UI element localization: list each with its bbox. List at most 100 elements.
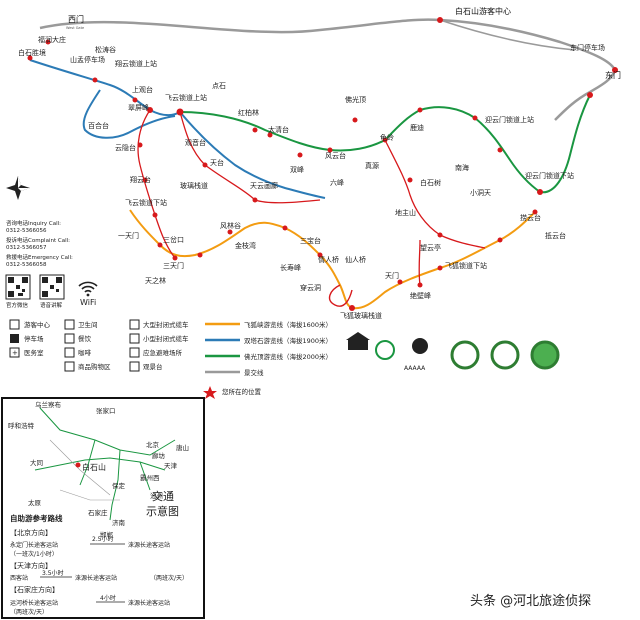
place-markers	[27, 17, 618, 311]
label-xiangyun-cable-upper: 翔云锁道上站	[115, 59, 157, 68]
label-laoyun: 捞云台	[520, 213, 541, 222]
legend-item: 商品购物区	[78, 362, 111, 371]
qr-guide	[39, 274, 65, 300]
city: 保定	[112, 481, 126, 490]
sjz-freq: （两班次/天）	[10, 608, 48, 616]
badge-logo-3	[530, 340, 560, 370]
wechat-guide-label: 语音讲解	[40, 301, 63, 309]
city: 邯郸	[100, 531, 114, 539]
label-ximen: 西门	[68, 14, 84, 24]
label-xiangyun-tai: 翔云台	[130, 175, 151, 184]
legend-route: 飞狐峡游览线（海拔1600米）	[244, 320, 332, 329]
label-yingyun-upper: 迎云门锁道上站	[485, 115, 534, 124]
label-diyun: 抵云台	[545, 231, 566, 240]
city-baishishan: 白石山	[82, 462, 106, 472]
label-nanhai: 南海	[455, 163, 469, 172]
consult-phone: 0312-5366056	[6, 228, 47, 234]
traffic-road-2	[439, 19, 576, 51]
legend-item: 大型封闭式缆车	[143, 320, 189, 329]
watermark: 头条 @河北旅途侦探	[470, 593, 591, 609]
label-dongmen: 东门	[605, 70, 621, 80]
label-fenglin: 风林谷	[220, 221, 241, 230]
label-jinzhi: 金枝湾	[235, 241, 256, 250]
geopark-logo	[375, 340, 395, 360]
tj-freq: （两班次/天）	[150, 574, 188, 582]
label-yunyin: 云隐台	[115, 143, 136, 152]
label-tianmen: 天门	[385, 271, 399, 280]
bj-time: 2.5小时	[92, 535, 114, 543]
traffic-road	[39, 18, 617, 121]
label-juetu: 绝壁峰	[410, 291, 431, 300]
label-feidie-cable: 飞云锁道上站	[165, 93, 207, 102]
route-orange-loop	[328, 284, 353, 307]
legend-item: 游客中心	[24, 320, 51, 329]
route-orange	[129, 209, 536, 310]
logos: AAAAA	[346, 332, 560, 372]
label-fenghuo: 风云台	[325, 151, 346, 160]
legend-col2: 大型封闭式缆车 小型封闭式缆车 应急避难场所 观景台	[129, 319, 189, 372]
city: 霸州西	[140, 474, 160, 482]
label-baishishan-center: 白石山游客中心	[455, 6, 511, 16]
city: 呼和浩特	[8, 421, 35, 430]
label-baihe: 百合台	[88, 121, 109, 130]
city: 北京	[146, 440, 160, 449]
label-wangyun: 望云亭	[420, 243, 441, 252]
complaint-label: 投诉电话Complaint Call:	[6, 236, 70, 244]
legend-route: 双塔石游览线（海拔1900米）	[244, 336, 332, 345]
place-labels: 白石山游客中心 西门 West Gate 东门 东门停车场 福润大庄 白石胜境 …	[18, 6, 621, 320]
label-tiantai: 天台	[210, 158, 224, 167]
legend-here: 您所在的位置	[203, 386, 262, 399]
route-red	[137, 109, 486, 286]
label-jingting: 翠屏峰	[128, 103, 149, 112]
rescue-label: 救援电话Emergency Call:	[6, 253, 73, 261]
legend-routes: 飞狐峡游览线（海拔1600米） 双塔石游览线（海拔1900米） 佛光顶游览线（海…	[205, 320, 332, 377]
label-songtao: 松涛谷	[95, 45, 116, 54]
sjz-dest: 涞源长途客运站	[128, 599, 170, 607]
label-dongmen-parking: 东门停车场	[570, 43, 605, 52]
label-feiyun-lower: 飞云锁道下站	[125, 198, 167, 207]
route-heading: 自助游参考路线	[10, 513, 63, 523]
label-feihu-glass: 飞狐玻璃栈道	[340, 311, 382, 320]
dir-shijiazhuang: 【石家庄方向】	[10, 585, 59, 594]
label-zhenyuan: 真源	[365, 161, 379, 170]
complaint-phone: 0312-5366057	[6, 245, 47, 251]
legend-item: 观景台	[143, 362, 163, 371]
label-dizhu: 地主山	[395, 208, 416, 217]
city: 太原	[28, 498, 42, 507]
badge-logo-2	[490, 340, 520, 370]
here-star-icon	[203, 386, 217, 399]
wifi-label: WiFi	[80, 298, 96, 307]
tj-line: 西客站	[10, 574, 28, 582]
contact-block: 咨询电话Inquiry Call: 0312-5366056 投诉电话Compl…	[6, 219, 73, 268]
label-dianyu: 点石	[212, 82, 226, 90]
sjz-line: 运河桥长途客运站	[10, 599, 58, 607]
city: 沧州	[150, 491, 163, 500]
traffic-inset: 乌兰察布 呼和浩特 张家口 北京 唐山 大同 天津 廊坊 保定 霸州西 沧州 太…	[1, 397, 205, 619]
label-xiaodong: 小洞天	[470, 188, 491, 197]
label-baishi-shu: 白石树	[420, 178, 441, 187]
label-sanbao: 三宝台	[300, 236, 321, 245]
city: 天津	[164, 462, 178, 470]
inset-title1: 交通	[152, 489, 174, 503]
svg-text:P: P	[12, 335, 16, 343]
label-ludi: 鹿迪	[410, 123, 424, 132]
badge-logo-1	[450, 340, 480, 370]
label-sanshi-tian: 三天门	[163, 261, 184, 270]
city: 石家庄	[88, 508, 108, 517]
legend-item: 餐饮	[78, 334, 92, 343]
bj-freq: （一班次/1小时）	[10, 550, 58, 558]
city: 唐山	[176, 443, 189, 452]
rescue-phone: 0312-5366058	[6, 262, 47, 268]
legend-item: 应急避难场所	[143, 348, 183, 357]
wechat-official-label: 官方微信	[6, 301, 29, 309]
label-xianrun: 福润大庄	[38, 35, 66, 44]
label-tianyun: 天云画廊	[250, 181, 278, 190]
inset-title2: 示意图	[146, 504, 179, 518]
label-yitian: 一天门	[118, 231, 139, 240]
label-changyuan: 长寿峰	[280, 263, 301, 272]
label-tianzhi: 天之林	[145, 276, 166, 285]
label-shangguan: 上观台	[132, 85, 153, 94]
